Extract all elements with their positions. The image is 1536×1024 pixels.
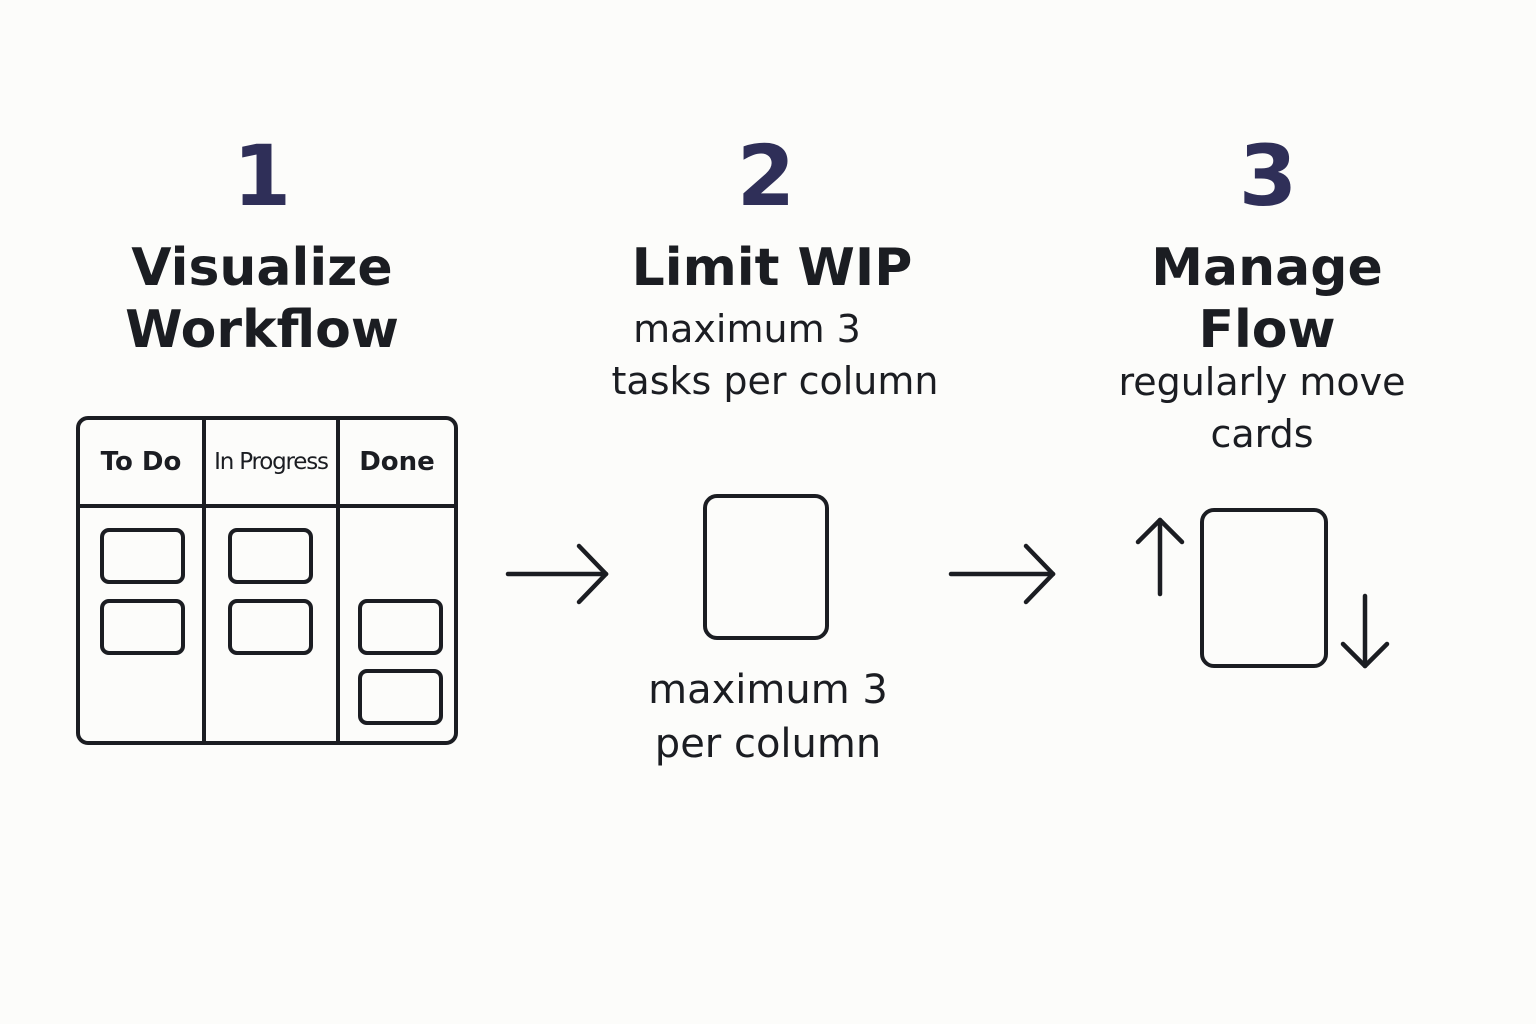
step-1-title-line-1: Visualize — [131, 238, 393, 298]
step-3-caption: regularly move cards — [1032, 356, 1492, 460]
column-header-done: Done — [359, 447, 435, 477]
step-3-title: Manage Flow — [1057, 237, 1477, 361]
step-2-bottom-caption-line-2: per column — [654, 721, 882, 767]
step-2-bottom-caption-line-1: maximum 3 — [648, 667, 888, 713]
arrow-down-icon — [1340, 593, 1390, 669]
column-header-in-progress: In Progress — [214, 449, 329, 475]
board-column-divider-1 — [202, 420, 206, 741]
step-3-number: 3 — [1238, 127, 1298, 225]
step-3-title-line-1: Manage — [1151, 238, 1383, 298]
step-3-caption-line-2: cards — [1210, 412, 1314, 456]
task-card — [358, 599, 443, 655]
step-2-caption: maximum 3 tasks per column — [545, 303, 1005, 407]
arrow-up-icon — [1135, 517, 1185, 597]
wip-card — [703, 494, 829, 640]
kanban-board: To Do In Progress Done — [76, 416, 458, 745]
step-2-number: 2 — [736, 127, 796, 225]
arrow-right-icon — [505, 543, 609, 605]
step-2-title: Limit WIP — [631, 238, 913, 298]
board-header-divider — [80, 504, 454, 508]
board-column-divider-2 — [336, 420, 340, 741]
step-1-title: Visualize Workflow — [52, 237, 472, 361]
step-1-title-line-2: Workflow — [125, 300, 399, 360]
step-1-number: 1 — [232, 127, 292, 225]
step-2-caption-line-1: maximum 3 — [633, 307, 861, 351]
flow-card — [1200, 508, 1328, 668]
task-card — [358, 669, 443, 725]
step-2-caption-line-2: tasks per column — [611, 359, 939, 403]
arrow-right-icon — [948, 543, 1056, 605]
step-3-title-line-2: Flow — [1198, 300, 1336, 360]
task-card — [228, 528, 313, 584]
task-card — [228, 599, 313, 655]
step-2-bottom-caption: maximum 3 per column — [538, 663, 998, 771]
task-card — [100, 528, 185, 584]
step-3-caption-line-1: regularly move — [1118, 360, 1406, 404]
column-header-todo: To Do — [100, 447, 182, 477]
task-card — [100, 599, 185, 655]
